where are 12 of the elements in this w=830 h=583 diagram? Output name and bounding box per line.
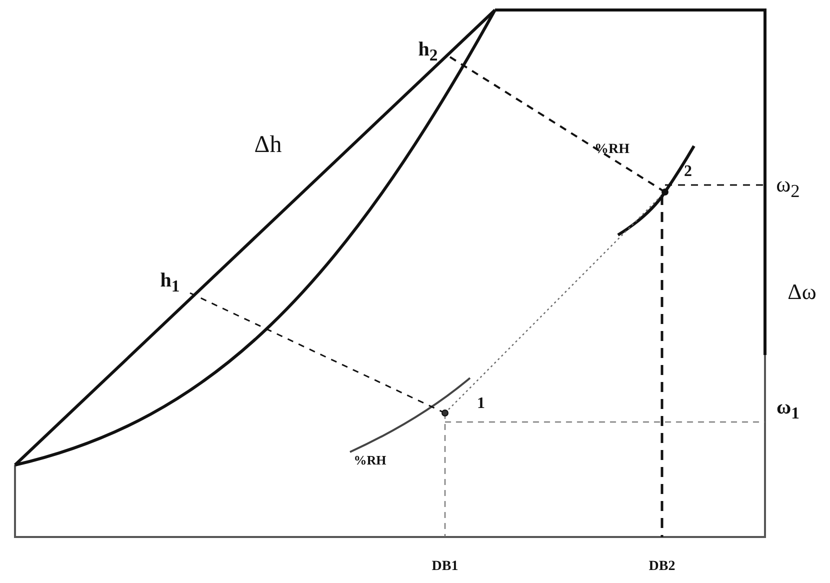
curve-label: %RH (354, 454, 386, 466)
axis-label: ω$_{2}$ (776, 174, 800, 200)
state-label: h$_{1}$ (160, 270, 180, 296)
axis-label: DB2 (648, 560, 676, 574)
axis-label: Δω (788, 281, 816, 303)
point-label: 2 (684, 164, 692, 180)
state-label: h$_{2}$ (418, 40, 438, 64)
axis-label: Δh (254, 133, 282, 157)
point-label: 1 (477, 396, 485, 412)
axis-label: ω$_{1}$ (776, 398, 800, 422)
curve-label: %RH (594, 143, 630, 157)
axis-label: DB1 (432, 560, 458, 574)
